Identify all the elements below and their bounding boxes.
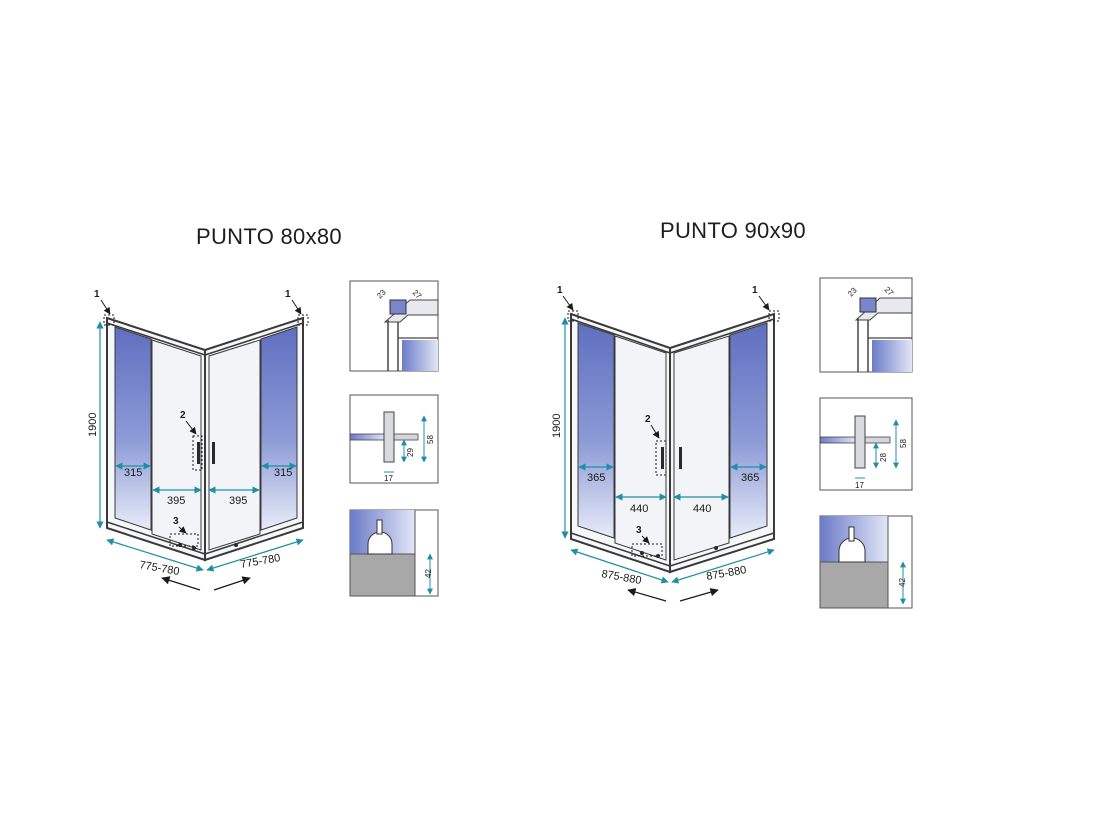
fixed-right-80: 315 (274, 467, 292, 479)
detail-mid-total-80: 58 (426, 435, 435, 444)
fixed-glass-right-90 (729, 322, 768, 539)
callouts-80: 1 1 2 3 (94, 289, 302, 534)
detail-mid-width-80: 17 (384, 474, 393, 483)
height-80: 1900 (87, 413, 99, 437)
callout-3-90: 3 (636, 525, 642, 536)
fixed-glass-left (114, 326, 152, 531)
detail-mid-total-90: 58 (899, 439, 908, 448)
door-panel-right-90 (673, 335, 730, 561)
door-right-90: 440 (693, 503, 711, 515)
details-80: 23 27 58 29 17 42 (349, 280, 439, 597)
title-punto-90: PUNTO 90x90 (660, 218, 806, 243)
door-handle-left-90 (661, 447, 664, 469)
detail-mid-width-90: 17 (855, 481, 864, 490)
callout-3: 3 (173, 516, 179, 527)
callout-1-left: 1 (94, 289, 100, 300)
callout-1-left-90: 1 (557, 285, 563, 296)
width-right-80: 775-780 (239, 552, 281, 571)
door-right-80: 395 (229, 495, 247, 507)
detail-bottom-80: 42 (424, 569, 433, 578)
door-panel-right (208, 339, 261, 551)
detail-bottom-90: 42 (898, 578, 907, 587)
fixed-right-90: 365 (741, 472, 759, 484)
callout-2-90: 2 (645, 414, 651, 425)
dimensions-80: 1900 315 315 395 395 775-780 775-780 (87, 321, 304, 591)
door-left-90: 440 (630, 503, 648, 515)
fixed-left-80: 315 (124, 467, 142, 479)
details-90: 23 27 58 28 17 42 (819, 277, 913, 609)
enclosure-80 (103, 314, 309, 562)
door-handle-left (197, 442, 200, 464)
callouts-90: 1 1 2 3 (557, 285, 770, 544)
door-handle-right-90 (679, 447, 682, 469)
width-right-90: 875-880 (705, 564, 747, 583)
fixed-glass-right (260, 326, 298, 531)
fixed-glass-left-90 (577, 322, 615, 539)
fixed-left-90: 365 (587, 472, 605, 484)
title-punto-80: PUNTO 80x80 (196, 224, 342, 249)
door-handle-right (212, 442, 215, 464)
door-left-80: 395 (167, 495, 185, 507)
callout-1-right-90: 1 (752, 285, 758, 296)
height-90: 1900 (551, 414, 563, 438)
detail-mid-inner-80: 29 (406, 448, 415, 457)
detail-mid-inner-90: 28 (879, 453, 888, 462)
width-left-80: 775-780 (138, 559, 180, 578)
enclosure-90 (567, 310, 780, 574)
callout-1-right: 1 (285, 289, 291, 300)
callout-2: 2 (180, 410, 186, 421)
